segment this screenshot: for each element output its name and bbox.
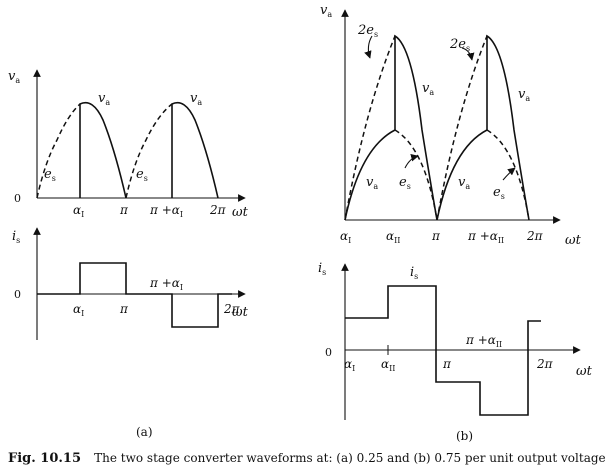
panel-b-top-tick-pi: π bbox=[431, 229, 441, 243]
panel-b-top-tick-pi-plus: π +αII bbox=[467, 229, 504, 245]
panel-a-top-x-label: ωt bbox=[232, 205, 249, 220]
panel-a-bottom-x-label: ωt bbox=[232, 305, 249, 320]
panel-b-bottom-tick-alpha2: αII bbox=[381, 357, 395, 373]
panel-a-top-y-label: va bbox=[8, 69, 20, 85]
panel-b-es-leader-1 bbox=[404, 153, 419, 169]
panel-a-va-curve-1 bbox=[79, 101, 127, 199]
panel-a-voltage-plot: va 0 ωt va va es es αI π π +αI 2π bbox=[8, 69, 249, 220]
panel-b-bottom-y-label: is bbox=[318, 261, 326, 277]
panel-b-current-plot: is is 0 ωt αI αII π π +αII 2π (b) bbox=[318, 261, 593, 443]
panel-b-top-tick-alpha1: αI bbox=[340, 229, 351, 245]
panel-b-va-upper-2 bbox=[486, 34, 530, 221]
panel-b-is-label: is bbox=[410, 265, 418, 281]
panel-b-2es-dashed-2 bbox=[436, 35, 488, 221]
panel-a-bottom-tick-2pi: 2π bbox=[223, 302, 241, 316]
panel-a-top-tick-pi-plus: π +αI bbox=[149, 203, 183, 219]
panel-b-2es-label-1: 2es bbox=[357, 23, 378, 39]
panel-b-top-y-label: va bbox=[320, 3, 332, 19]
panel-b-2es-leader-2 bbox=[461, 47, 475, 61]
panel-a-caption: (a) bbox=[136, 425, 153, 439]
panel-a-bottom-tick-pi: π bbox=[119, 302, 129, 316]
panel-b-top-x-label: ωt bbox=[565, 233, 582, 248]
panel-b-2es-label-2: 2es bbox=[449, 37, 470, 53]
panel-a-top-tick-alpha: αI bbox=[73, 203, 84, 219]
panel-a-top-tick-2pi: 2π bbox=[209, 203, 227, 217]
panel-a-es-label-1: es bbox=[44, 167, 56, 183]
panel-a-top-tick-pi: π bbox=[119, 203, 129, 217]
panel-a-va-label-1: va bbox=[98, 91, 110, 107]
figure-caption: Fig. 10.15 The two stage converter wavef… bbox=[8, 447, 605, 466]
panel-a-bottom-tick-alpha: αI bbox=[73, 302, 84, 318]
panel-b-caption: (b) bbox=[456, 429, 473, 443]
panel-b-va-label-1: va bbox=[422, 81, 434, 97]
panel-a-bottom-tick-pi-plus: π +αI bbox=[149, 276, 183, 292]
panel-b-va-lower-1 bbox=[344, 129, 396, 221]
panel-b-bottom-x-label: ωt bbox=[576, 364, 593, 379]
panel-b-is-waveform bbox=[345, 285, 541, 416]
panel-b-bottom-tick-pi-plus: π +αII bbox=[465, 333, 502, 349]
panel-b-bottom-tick-2pi: 2π bbox=[536, 357, 554, 371]
panel-a-va-curve-2 bbox=[171, 101, 219, 199]
panel-a-top-origin: 0 bbox=[14, 192, 21, 205]
panel-a-bottom-y-label: is bbox=[12, 229, 20, 245]
panel-b-2es-dashed-1 bbox=[344, 35, 396, 221]
panel-b-bottom-origin: 0 bbox=[325, 346, 332, 359]
panel-b-bottom-tick-pi: π bbox=[442, 357, 452, 371]
panel-b-es-dashed-1 bbox=[394, 129, 438, 221]
panel-a-es-label-2: es bbox=[136, 167, 148, 183]
panel-a-current-plot: is 0 ωt αI π π +αI 2π (a) bbox=[12, 227, 249, 439]
panel-a-va-label-2: va bbox=[190, 91, 202, 107]
panel-b-va-label-4: va bbox=[458, 175, 470, 191]
panel-b-es-label-2: es bbox=[493, 185, 505, 201]
panel-a-bottom-origin: 0 bbox=[14, 288, 21, 301]
panel-a-es-dashed-2 bbox=[125, 103, 173, 199]
panel-b-es-dashed-2 bbox=[486, 129, 530, 221]
panel-a-is-waveform bbox=[37, 262, 232, 328]
panel-b-es-leader-2 bbox=[502, 167, 516, 181]
panel-b-va-label-3: va bbox=[366, 175, 378, 191]
panel-b-top-tick-2pi: 2π bbox=[526, 229, 544, 243]
panel-b-voltage-plot: va ωt 2es 2es va va va va es es αI αII π… bbox=[320, 3, 582, 248]
panel-b-top-tick-alpha2: αII bbox=[386, 229, 400, 245]
panel-b-va-upper-1 bbox=[394, 34, 438, 221]
panel-b-bottom-tick-alpha1: αI bbox=[344, 357, 355, 373]
panel-b-va-label-2: va bbox=[518, 87, 530, 103]
panel-a-es-dashed-1 bbox=[36, 103, 81, 199]
panel-b-2es-leader-1 bbox=[364, 35, 373, 59]
panel-b-es-label-1: es bbox=[399, 175, 411, 191]
panel-b-va-lower-2 bbox=[436, 129, 488, 221]
